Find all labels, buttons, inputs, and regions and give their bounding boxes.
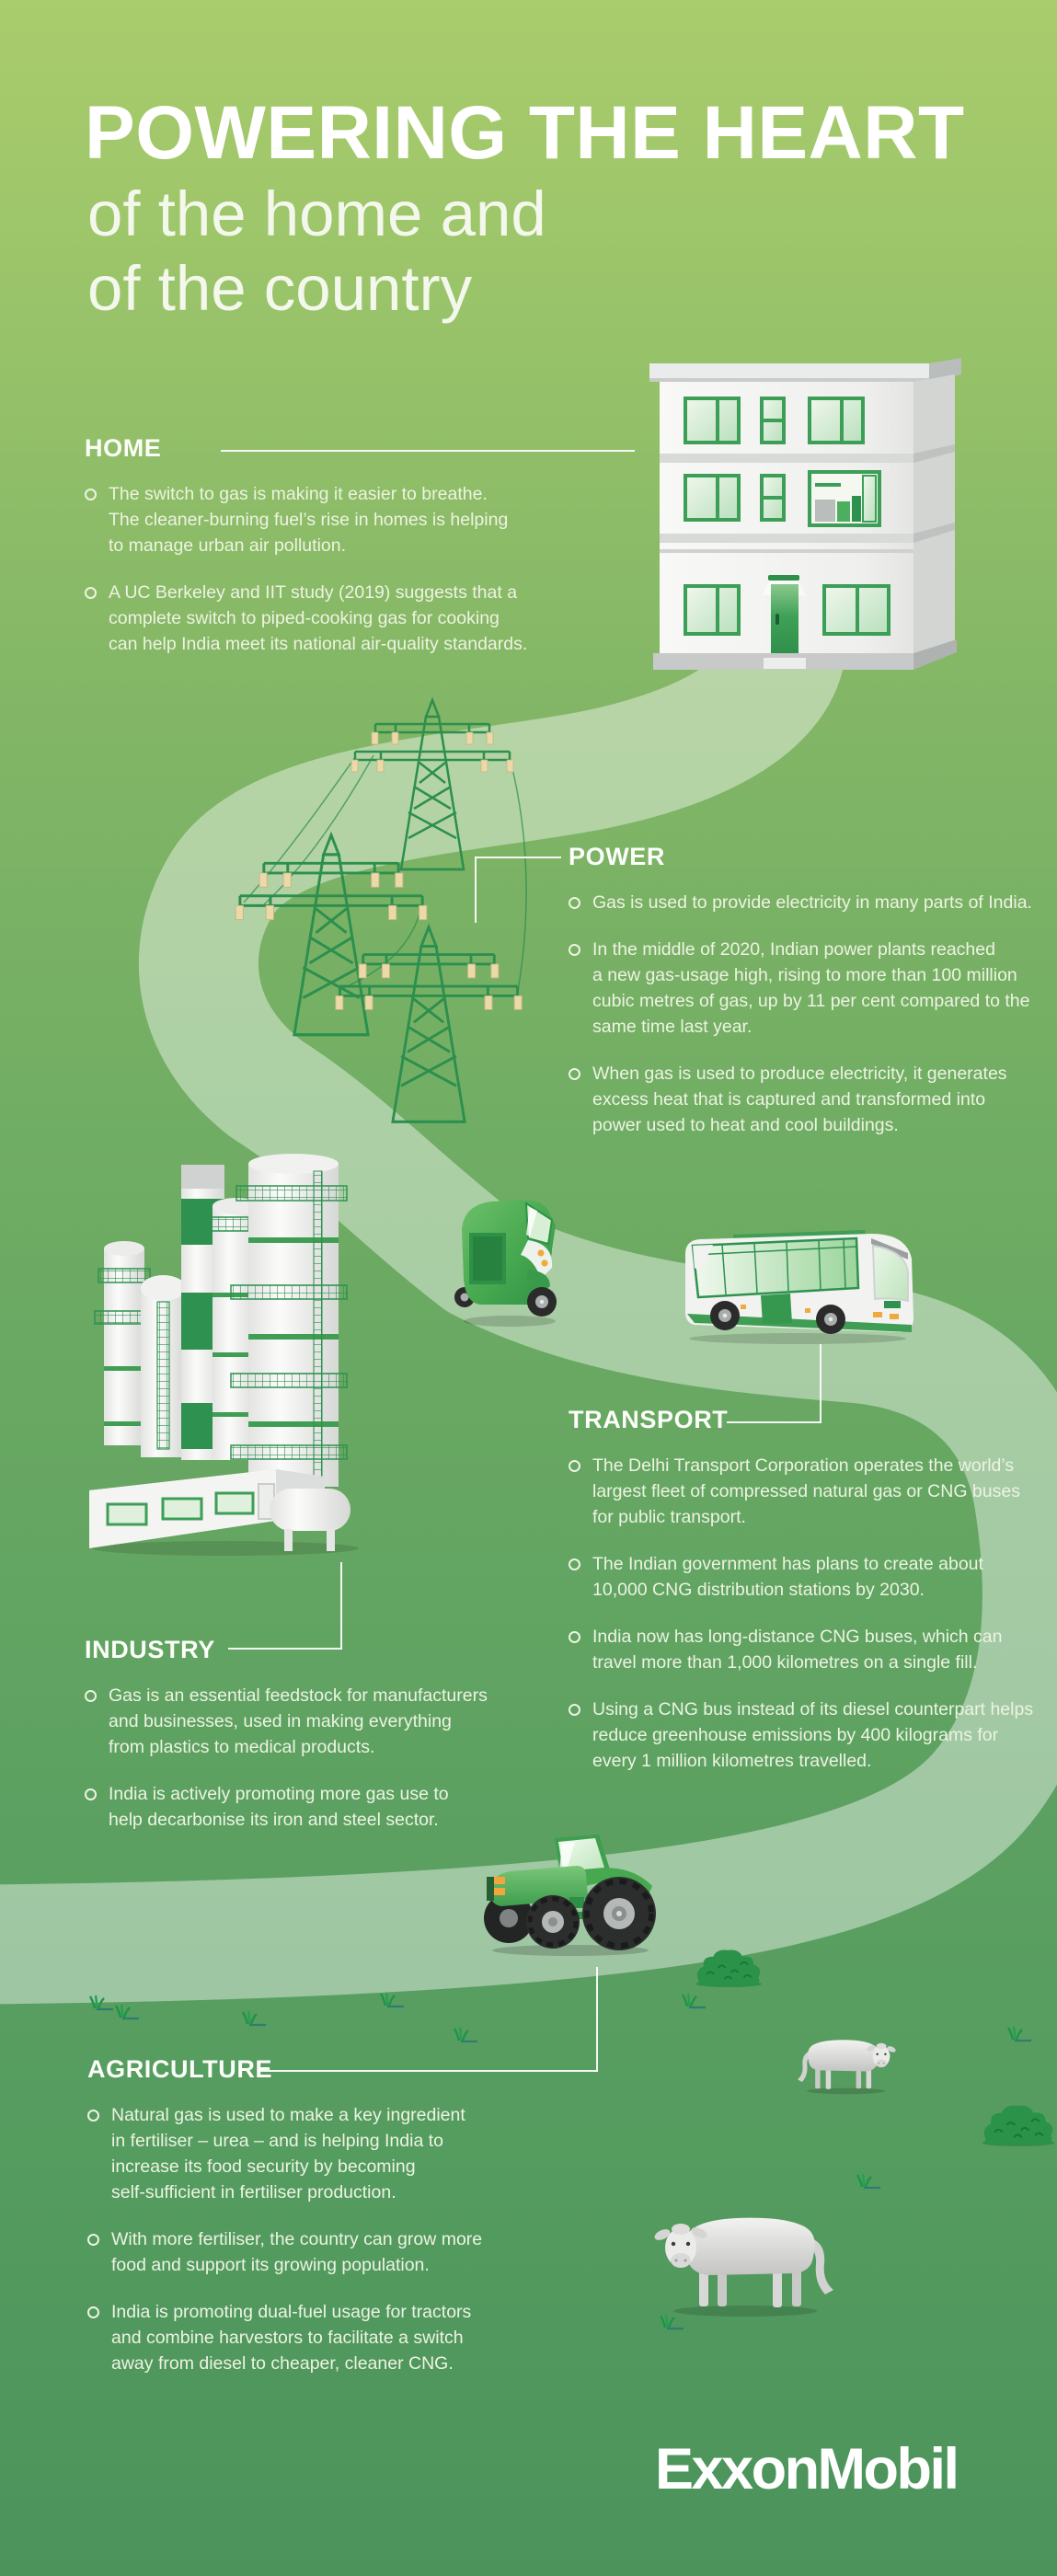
grass-tuft-icon — [379, 1992, 407, 2008]
bullet-marker-icon — [569, 944, 580, 956]
bullet-item: The Indian government has plans to creat… — [569, 1551, 1051, 1603]
industrial-plant-illustration — [89, 1154, 359, 1556]
section-agriculture-bullets: Natural gas is used to make a key ingred… — [87, 2102, 529, 2376]
bullet-text: The switch to gas is making it easier to… — [109, 484, 509, 556]
section-industry: INDUSTRY Gas is an essential feedstock f… — [85, 1636, 526, 1854]
poster-subtitle-line2: of the country — [87, 253, 473, 324]
section-power: POWER Gas is used to provide electricity… — [569, 843, 1047, 1159]
exxonmobil-logo: ExxonMobil — [655, 2437, 959, 2501]
bullet-item: India now has long-distance CNG buses, w… — [569, 1624, 1051, 1675]
grass-tuft-icon — [856, 2173, 883, 2190]
section-home-bullets: The switch to gas is making it easier to… — [85, 481, 572, 657]
bullet-marker-icon — [569, 897, 580, 909]
section-transport: TRANSPORT The Delhi Transport Corporatio… — [569, 1406, 1051, 1795]
bullet-marker-icon — [569, 1558, 580, 1570]
bullet-text: India is promoting dual-fuel usage for t… — [111, 2302, 472, 2374]
bullet-text: When gas is used to produce electricity,… — [592, 1064, 1007, 1135]
electricity-pylons-illustration — [234, 698, 527, 1123]
section-power-bullets: Gas is used to provide electricity in ma… — [569, 890, 1047, 1138]
cow-illustration — [793, 2028, 902, 2099]
section-transport-bullets: The Delhi Transport Corporation operates… — [569, 1453, 1051, 1774]
industry-connector-line — [340, 1562, 342, 1650]
poster-subtitle: of the home and of the country — [87, 177, 546, 326]
bullet-item: Gas is used to provide electricity in ma… — [569, 890, 1047, 915]
bush-icon — [692, 1949, 765, 1987]
bullet-item: Natural gas is used to make a key ingred… — [87, 2102, 529, 2205]
bullet-marker-icon — [569, 1068, 580, 1080]
cow-illustration — [644, 2203, 842, 2318]
bullet-item: A UC Berkeley and IIT study (2019) sugge… — [85, 580, 572, 657]
auto-rickshaw-illustration — [454, 1200, 557, 1327]
bullet-marker-icon — [569, 1631, 580, 1643]
bullet-marker-icon — [569, 1460, 580, 1472]
cng-bus-illustration — [685, 1230, 913, 1344]
section-industry-bullets: Gas is an essential feedstock for manufa… — [85, 1683, 526, 1833]
bullet-text: With more fertiliser, the country can gr… — [111, 2229, 483, 2275]
bullet-item: India is actively promoting more gas use… — [85, 1781, 526, 1833]
bullet-item: When gas is used to produce electricity,… — [569, 1061, 1047, 1138]
bullet-marker-icon — [85, 587, 97, 599]
bullet-marker-icon — [87, 2110, 99, 2122]
grass-tuft-icon — [1006, 2026, 1034, 2042]
bullet-item: The switch to gas is making it easier to… — [85, 481, 572, 558]
transport-connector-line — [820, 1344, 821, 1423]
grass-tuft-icon — [681, 1993, 708, 2009]
bullet-item: Using a CNG bus instead of its diesel co… — [569, 1696, 1051, 1774]
bullet-text: The Indian government has plans to creat… — [592, 1554, 983, 1600]
bullet-item: In the middle of 2020, Indian power plan… — [569, 937, 1047, 1040]
section-agriculture: AGRICULTURE Natural gas is used to make … — [87, 2055, 529, 2398]
bullet-text: In the middle of 2020, Indian power plan… — [592, 939, 1030, 1037]
poster-subtitle-line1: of the home and — [87, 178, 546, 249]
industry-connector-line — [228, 1648, 342, 1650]
residential-building-illustration — [649, 358, 961, 670]
poster-title: POWERING THE HEART — [85, 91, 965, 175]
bullet-marker-icon — [87, 2234, 99, 2246]
bullet-text: Natural gas is used to make a key ingred… — [111, 2105, 465, 2202]
tractor-illustration — [484, 1834, 656, 1956]
bullet-text: Gas is an essential feedstock for manufa… — [109, 1685, 488, 1757]
home-connector-line — [221, 450, 635, 452]
bullet-marker-icon — [85, 1690, 97, 1702]
grass-tuft-icon — [114, 2004, 142, 2020]
grass-tuft-icon — [659, 2314, 686, 2330]
section-agriculture-heading: AGRICULTURE — [87, 2055, 273, 2083]
bullet-item: With more fertiliser, the country can gr… — [87, 2226, 529, 2278]
agriculture-connector-line — [259, 2070, 598, 2072]
section-home-heading: HOME — [85, 434, 162, 462]
grass-tuft-icon — [241, 2010, 269, 2027]
bullet-text: A UC Berkeley and IIT study (2019) sugge… — [109, 582, 528, 654]
bullet-marker-icon — [85, 489, 97, 500]
bullet-text: Gas is used to provide electricity in ma… — [592, 892, 1032, 913]
bullet-marker-icon — [87, 2306, 99, 2318]
section-power-heading: POWER — [569, 843, 666, 870]
bullet-text: Using a CNG bus instead of its diesel co… — [592, 1699, 1034, 1771]
bullet-text: India is actively promoting more gas use… — [109, 1784, 449, 1830]
grass-tuft-icon — [88, 1995, 116, 2011]
bullet-item: India is promoting dual-fuel usage for t… — [87, 2299, 529, 2376]
bullet-text: India now has long-distance CNG buses, w… — [592, 1627, 1003, 1673]
bush-icon — [979, 2103, 1057, 2147]
bullet-marker-icon — [569, 1704, 580, 1716]
power-connector-line — [475, 857, 561, 858]
bullet-item: The Delhi Transport Corporation operates… — [569, 1453, 1051, 1530]
grass-tuft-icon — [453, 2027, 480, 2043]
section-industry-heading: INDUSTRY — [85, 1636, 215, 1663]
bullet-marker-icon — [85, 1788, 97, 1800]
transport-connector-line — [727, 1421, 821, 1423]
section-transport-heading: TRANSPORT — [569, 1406, 729, 1433]
section-home: HOME The switch to gas is making it easi… — [85, 434, 572, 678]
bullet-item: Gas is an essential feedstock for manufa… — [85, 1683, 526, 1760]
agriculture-connector-line — [596, 1967, 598, 2072]
power-connector-line — [475, 857, 477, 923]
bullet-text: The Delhi Transport Corporation operates… — [592, 1455, 1020, 1527]
